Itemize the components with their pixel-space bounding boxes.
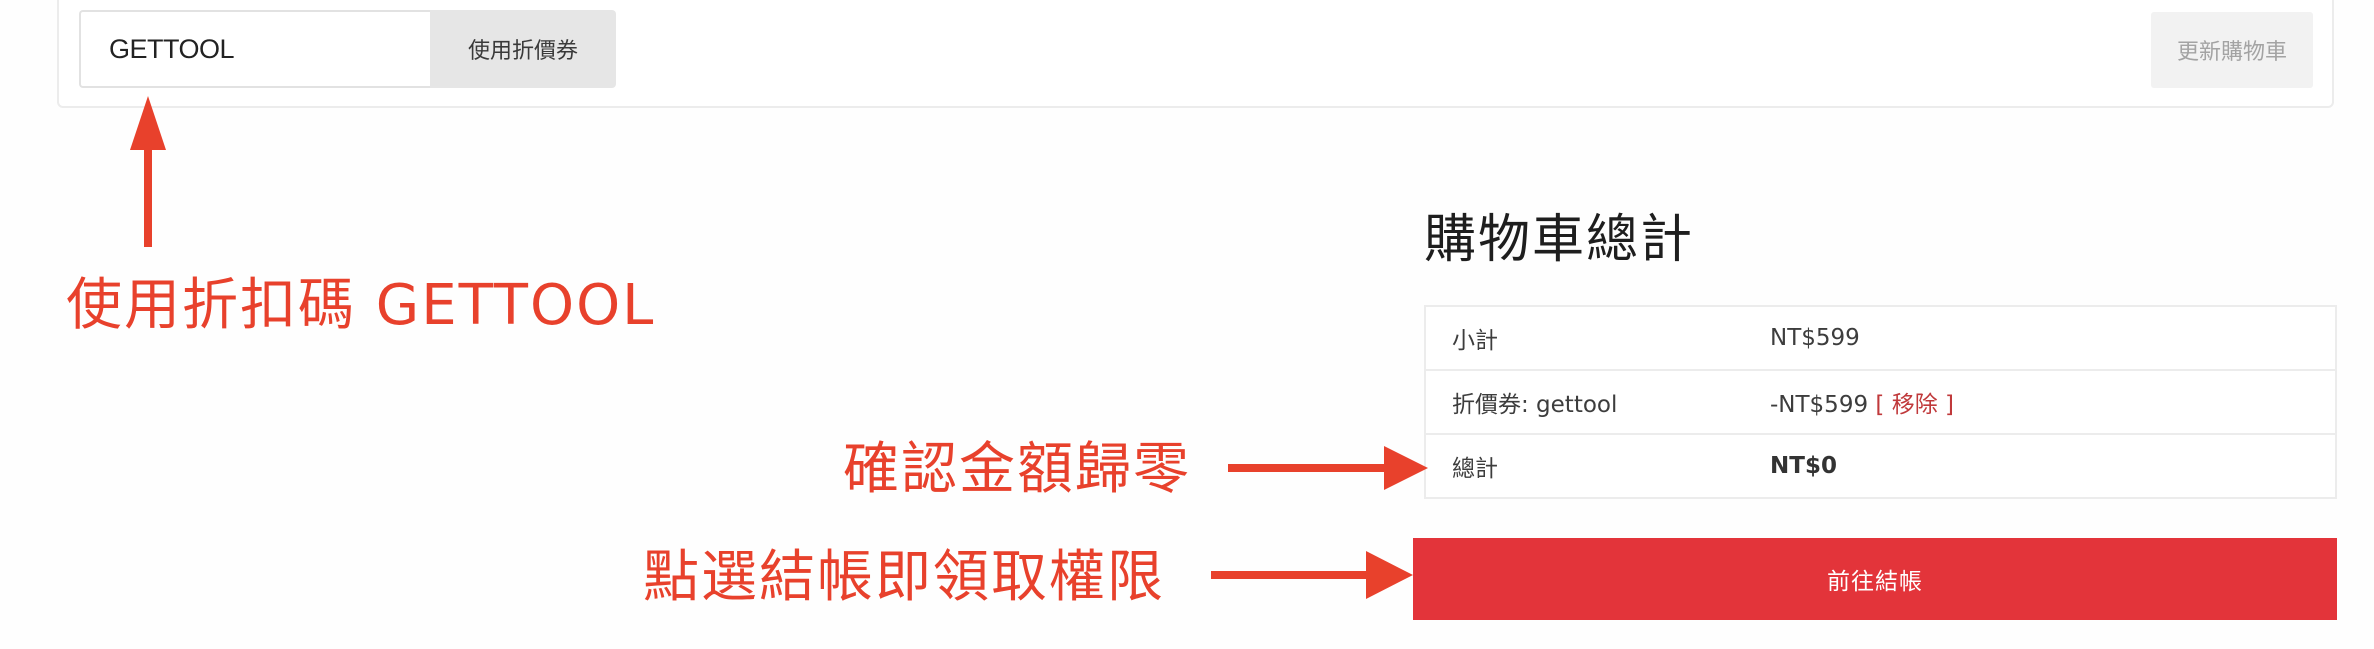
total-label: 總計 [1452,456,1498,482]
remove-coupon-link[interactable]: [ 移除 ] [1875,392,1954,418]
arrow-right-icon-total [1228,446,1428,490]
total-row: 總計 NT$0 [1425,434,2336,498]
annotation-confirm-zero: 確認金額歸零 [843,437,1191,502]
proceed-to-checkout-button[interactable]: 前往結帳 [1413,538,2337,620]
arrow-right-icon-checkout [1211,551,1413,599]
arrow-up-icon [130,96,166,247]
annotation-use-coupon-code: 使用折扣碼 GETTOOL [66,273,656,338]
annotation-click-checkout: 點選結帳即領取權限 [643,545,1165,610]
coupon-code-input[interactable] [79,10,430,88]
subtotal-label: 小計 [1425,306,1770,371]
coupon-value-cell: -NT$599 [ 移除 ] [1770,370,2336,435]
subtotal-value: NT$599 [1770,306,2336,371]
cart-totals-table: 小計 NT$599 折價券: gettool -NT$599 [ 移除 ] 總計… [1424,305,2337,499]
update-cart-button[interactable]: 更新購物車 [2151,12,2313,88]
cart-totals-title: 購物車總計 [1424,210,1695,270]
coupon-row: 折價券: gettool -NT$599 [ 移除 ] [1425,370,2336,435]
subtotal-row: 小計 NT$599 [1425,306,2336,371]
total-value: NT$0 [1770,453,1837,479]
coupon-discount-value: -NT$599 [1770,392,1869,418]
apply-coupon-button[interactable]: 使用折價券 [430,10,616,88]
coupon-label: 折價券: gettool [1425,370,1770,435]
